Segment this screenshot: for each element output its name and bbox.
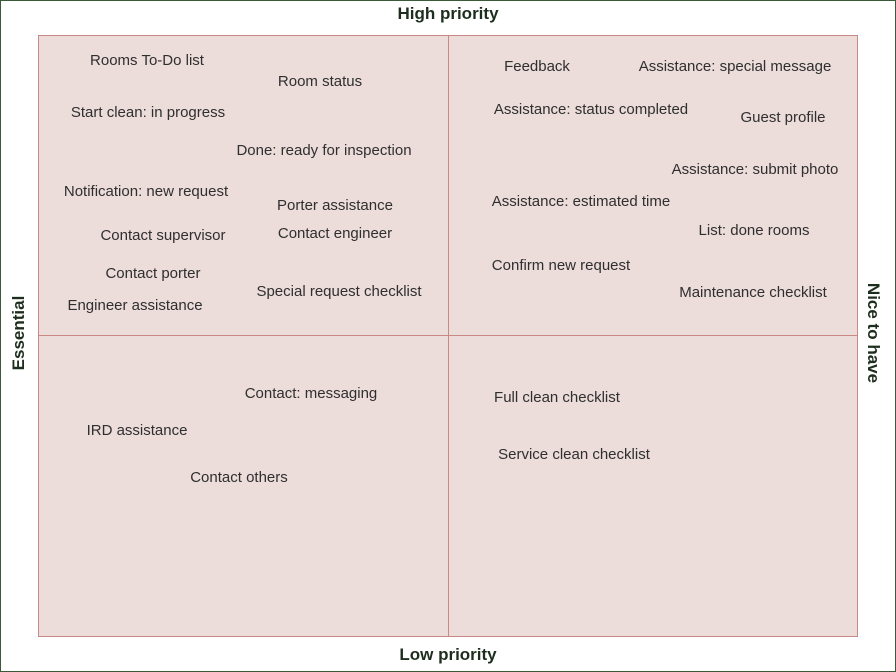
item-contact-messaging: Contact: messaging bbox=[244, 385, 378, 402]
item-contact-others: Contact others bbox=[190, 469, 288, 486]
item-feedback: Feedback bbox=[504, 58, 570, 75]
item-start-clean: Start clean: in progress bbox=[70, 104, 226, 121]
item-assistance-estimated-time: Assistance: estimated time bbox=[491, 193, 671, 210]
horizontal-divider bbox=[39, 335, 857, 336]
item-maintenance-checklist: Maintenance checklist bbox=[679, 284, 827, 301]
item-contact-porter: Contact porter bbox=[105, 265, 201, 282]
item-rooms-todo-list: Rooms To-Do list bbox=[90, 52, 204, 69]
axis-label-high-priority: High priority bbox=[397, 4, 499, 23]
item-porter-assistance: Porter assistance bbox=[277, 197, 393, 214]
item-ird-assistance: IRD assistance bbox=[86, 422, 188, 439]
vertical-divider bbox=[448, 36, 449, 636]
quadrant-grid: Rooms To-Do list Room status Start clean… bbox=[38, 35, 858, 637]
item-list-done-rooms: List: done rooms bbox=[698, 222, 810, 239]
axis-label-essential: Essential bbox=[9, 295, 28, 371]
item-guest-profile: Guest profile bbox=[740, 109, 826, 126]
item-assistance-special-message: Assistance: special message bbox=[638, 58, 832, 75]
axis-label-nice-to-have: Nice to have bbox=[864, 282, 883, 384]
item-full-clean-checklist: Full clean checklist bbox=[494, 389, 620, 406]
item-confirm-new-request: Confirm new request bbox=[491, 257, 631, 274]
item-notification-new-request: Notification: new request bbox=[63, 183, 229, 200]
item-contact-supervisor: Contact supervisor bbox=[100, 227, 226, 244]
item-engineer-assistance: Engineer assistance bbox=[67, 297, 203, 314]
item-done-ready: Done: ready for inspection bbox=[236, 142, 412, 159]
item-assistance-submit-photo: Assistance: submit photo bbox=[671, 161, 839, 178]
item-special-request-checklist: Special request checklist bbox=[256, 283, 422, 300]
item-room-status: Room status bbox=[277, 73, 363, 90]
item-service-clean-checklist: Service clean checklist bbox=[498, 446, 650, 463]
item-assistance-status-completed: Assistance: status completed bbox=[493, 101, 689, 118]
axis-label-low-priority: Low priority bbox=[399, 645, 497, 664]
item-contact-engineer: Contact engineer bbox=[277, 225, 393, 242]
